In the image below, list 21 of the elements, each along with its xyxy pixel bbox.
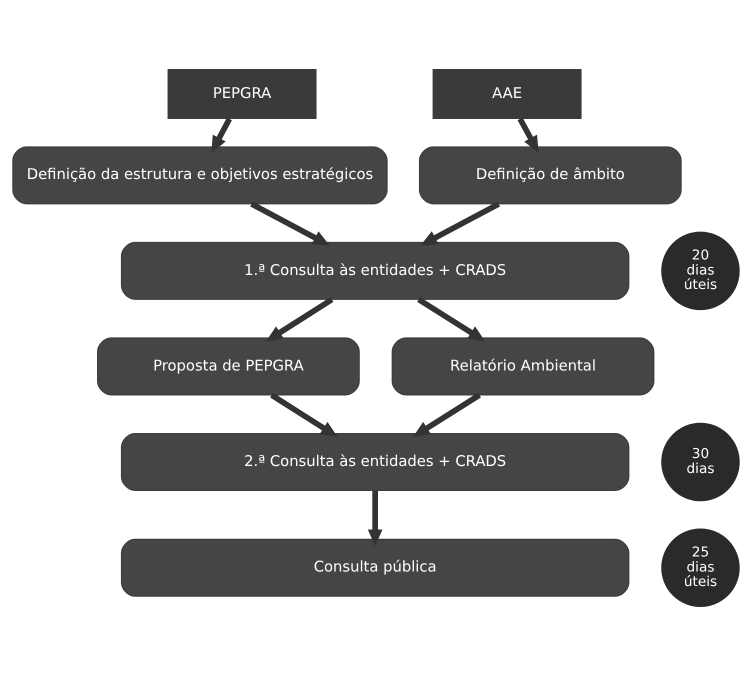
arrow bbox=[211, 117, 232, 152]
node-box: Definição da estrutura e objetivos estratégicos bbox=[12, 146, 388, 204]
arrow bbox=[412, 392, 481, 437]
arrow bbox=[270, 392, 338, 437]
node-circle: 25 dias úteis bbox=[661, 528, 740, 607]
node-circle: 30 dias bbox=[661, 422, 740, 501]
arrow bbox=[420, 200, 500, 246]
node-box: AAE bbox=[432, 68, 582, 119]
arrow bbox=[368, 490, 382, 546]
arrow bbox=[518, 117, 539, 152]
arrow bbox=[250, 200, 330, 246]
node-box: Proposta de PEPGRA bbox=[97, 336, 360, 395]
node-box: Definição de âmbito bbox=[418, 146, 682, 204]
node-box: Consulta pública bbox=[120, 538, 630, 596]
node-circle: 20 dias úteis bbox=[661, 231, 740, 310]
node-box: Relatório Ambiental bbox=[392, 336, 654, 395]
node-box: 2.ª Consulta às entidades + CRADS bbox=[120, 432, 630, 490]
arrow bbox=[417, 296, 486, 341]
node-box: 1.ª Consulta às entidades + CRADS bbox=[120, 241, 630, 300]
arrow bbox=[266, 296, 334, 341]
node-box: PEPGRA bbox=[168, 68, 317, 119]
